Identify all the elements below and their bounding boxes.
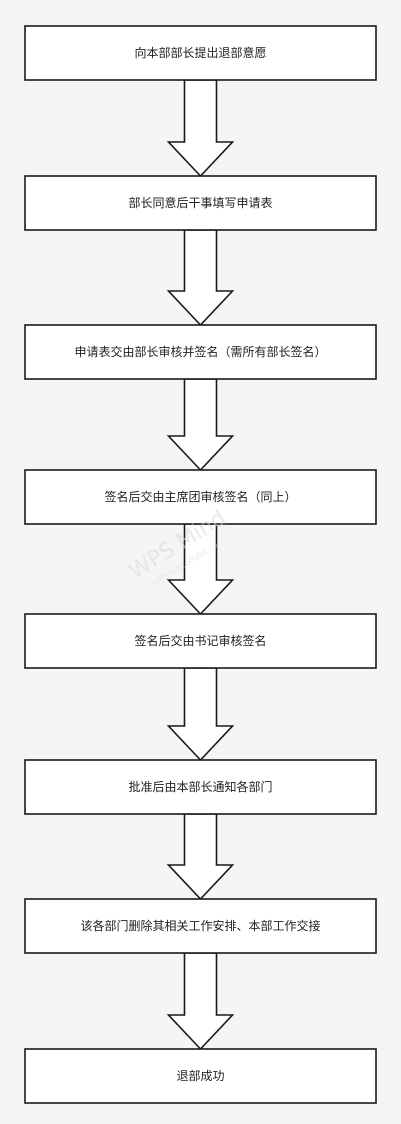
flow-step-box bbox=[24, 759, 377, 815]
flow-step-7: 该各部门删除其相关工作安排、本部工作交接 bbox=[24, 898, 377, 954]
flow-step-6: 批准后由本部长通知各部门 bbox=[24, 759, 377, 815]
flow-arrow-1 bbox=[166, 79, 235, 178]
flow-step-5: 签名后交由书记审核签名 bbox=[24, 613, 377, 669]
flow-step-4: 签名后交由主席团审核签名（同上） bbox=[24, 469, 377, 525]
flow-step-box bbox=[24, 324, 377, 380]
flow-step-box bbox=[24, 175, 377, 231]
flow-steps: 向本部部长提出退部意愿部长同意后干事填写申请表申请表交由部长审核并签名（需所有部… bbox=[24, 25, 377, 1104]
flow-step-label: 签名后交由书记审核签名 bbox=[134, 633, 266, 648]
flow-arrow-3 bbox=[166, 378, 235, 472]
flow-arrows bbox=[166, 79, 235, 1051]
flow-step-1: 向本部部长提出退部意愿 bbox=[24, 25, 377, 81]
flow-step-label: 申请表交由部长审核并签名（需所有部长签名） bbox=[74, 344, 326, 359]
flow-arrow-5 bbox=[166, 667, 235, 762]
flow-step-3: 申请表交由部长审核并签名（需所有部长签名） bbox=[24, 324, 377, 380]
flow-arrow-4 bbox=[166, 523, 235, 616]
flow-step-label: 批准后由本部长通知各部门 bbox=[128, 779, 272, 794]
flow-step-box bbox=[24, 613, 377, 669]
flow-step-box bbox=[24, 25, 377, 81]
flow-arrow-6 bbox=[166, 813, 235, 901]
flow-step-label: 部长同意后干事填写申请表 bbox=[128, 195, 272, 210]
flow-step-box bbox=[24, 469, 377, 525]
flow-step-8: 退部成功 bbox=[24, 1048, 377, 1104]
flow-step-label: 签名后交由主席团审核签名（同上） bbox=[104, 489, 296, 504]
flow-step-label: 向本部部长提出退部意愿 bbox=[134, 45, 266, 60]
flow-arrow-7 bbox=[166, 952, 235, 1051]
flow-step-box bbox=[24, 1048, 377, 1104]
flow-step-label: 退部成功 bbox=[176, 1068, 224, 1083]
flow-arrow-2 bbox=[166, 229, 235, 327]
flow-step-label: 该各部门删除其相关工作安排、本部工作交接 bbox=[80, 918, 320, 933]
flow-step-2: 部长同意后干事填写申请表 bbox=[24, 175, 377, 231]
flow-step-box bbox=[24, 898, 377, 954]
